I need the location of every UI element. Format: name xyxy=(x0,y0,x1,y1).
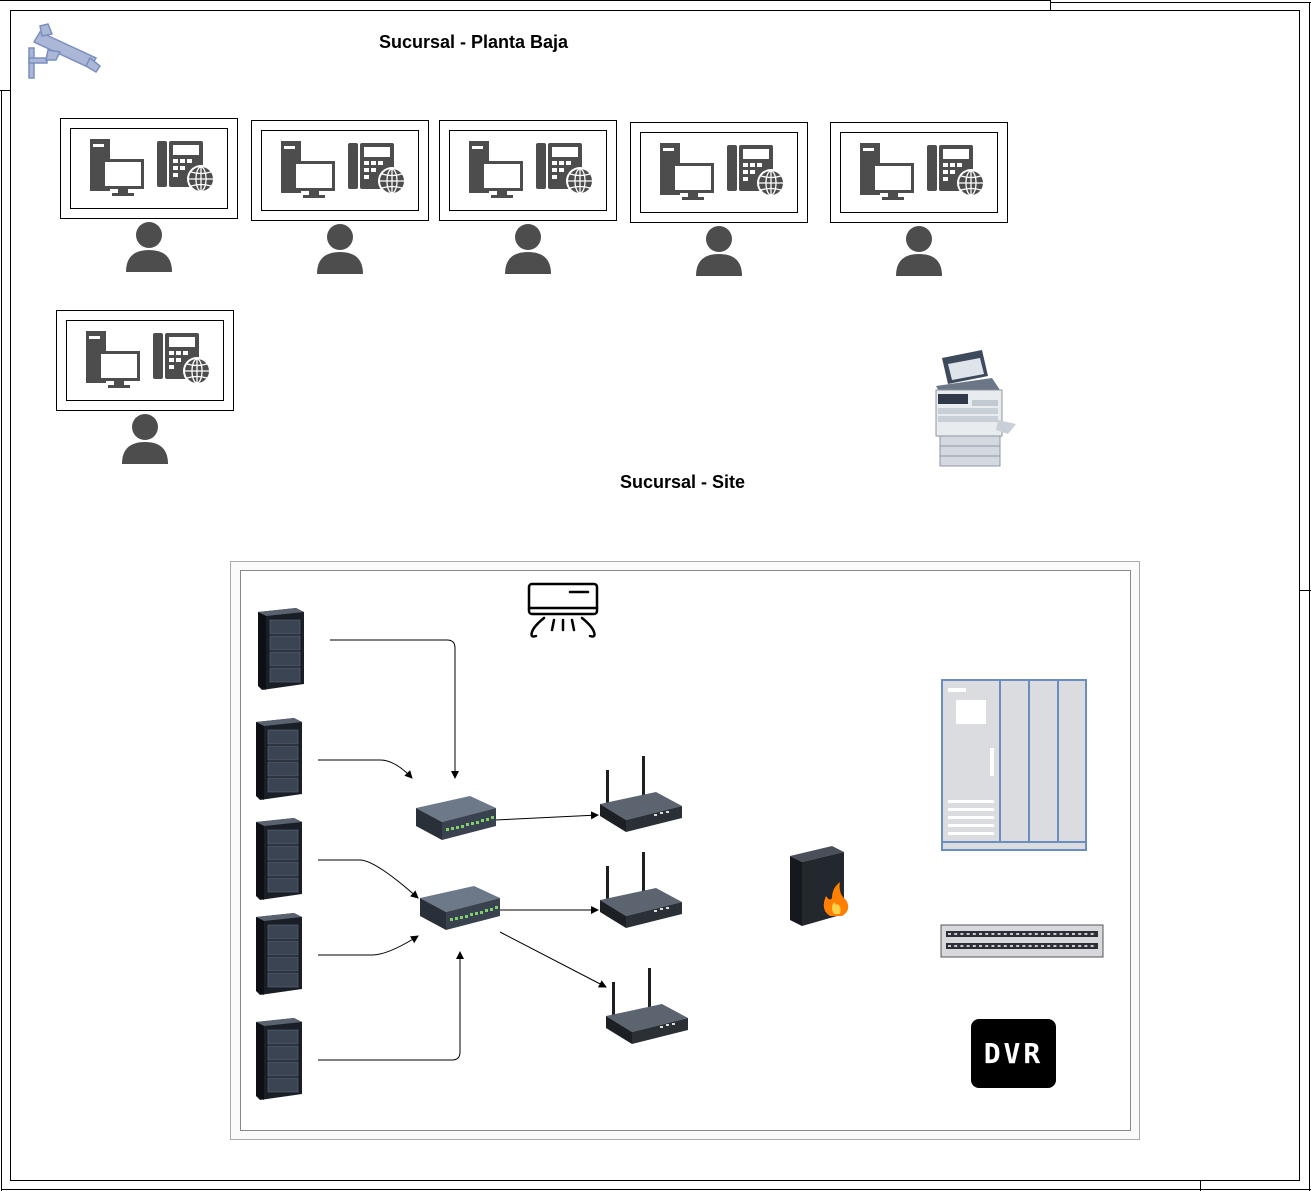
user-icon xyxy=(124,220,174,272)
desktop-computer-icon xyxy=(469,141,523,199)
frame-edge-right-notch xyxy=(1299,590,1311,591)
frame-bottom xyxy=(10,1180,1300,1181)
user-icon xyxy=(694,224,744,276)
server-rack-icon xyxy=(252,718,304,802)
link-server1-switch1 xyxy=(330,639,459,779)
link-server5-switch2 xyxy=(318,951,464,1061)
patch-panel-icon xyxy=(940,924,1104,958)
frame-edge-top xyxy=(0,0,1050,1)
network-switch-icon xyxy=(416,886,502,934)
air-conditioner-icon xyxy=(526,582,600,640)
frame-edge-top-right xyxy=(1050,0,1051,10)
workstation-6 xyxy=(56,310,234,411)
security-camera-icon xyxy=(26,22,104,80)
frame-top xyxy=(10,10,1299,11)
ip-phone-icon xyxy=(727,145,787,199)
user-icon xyxy=(503,222,553,274)
frame-edge-bottom-notch xyxy=(1200,1180,1201,1191)
desktop-computer-icon xyxy=(90,139,144,197)
site-title: Sucursal - Site xyxy=(620,472,746,492)
workstation-3 xyxy=(439,120,617,221)
firewall-icon xyxy=(786,844,854,928)
frame-edge-top-right2 xyxy=(1050,2,1311,3)
ip-phone-icon xyxy=(927,145,987,199)
multifunction-printer-icon xyxy=(928,350,1018,470)
rack-cabinet-icon xyxy=(940,678,1088,852)
server-rack-icon xyxy=(252,1018,304,1102)
frame-edge-bottom xyxy=(1,1189,1311,1190)
frame-right xyxy=(1299,10,1300,1180)
ip-phone-icon xyxy=(536,143,596,197)
user-icon xyxy=(120,412,170,464)
ground-floor-title: Sucursal - Planta Baja xyxy=(379,32,569,52)
server-rack-icon xyxy=(252,818,304,902)
frame-edge-right xyxy=(1309,2,1310,1191)
desktop-computer-icon xyxy=(281,141,335,199)
network-switch-icon xyxy=(412,796,498,844)
desktop-computer-icon xyxy=(86,331,140,389)
frame-edge-left xyxy=(0,90,10,91)
frame-left xyxy=(10,10,11,1180)
ip-phone-icon xyxy=(153,333,213,387)
server-rack-icon xyxy=(254,608,306,692)
wireless-router-icon xyxy=(598,756,684,836)
link-server4-switch2 xyxy=(318,935,419,956)
link-switch1-router1 xyxy=(494,811,599,821)
user-icon xyxy=(315,222,365,274)
dvr-label: DVR xyxy=(983,1037,1044,1070)
workstation-5 xyxy=(830,122,1008,223)
workstation-2 xyxy=(251,120,429,221)
link-switch2-router3 xyxy=(499,931,607,988)
ip-phone-icon xyxy=(348,143,408,197)
workstation-4 xyxy=(630,122,808,223)
desktop-computer-icon xyxy=(660,143,714,201)
desktop-computer-icon xyxy=(860,143,914,201)
ip-phone-icon xyxy=(157,141,217,195)
wireless-router-icon xyxy=(598,852,684,932)
link-server2-switch1 xyxy=(318,759,413,779)
dvr-icon: DVR xyxy=(971,1019,1056,1088)
user-icon xyxy=(894,224,944,276)
server-rack-icon xyxy=(252,913,304,997)
link-server3-switch2 xyxy=(318,859,419,899)
wireless-router-icon xyxy=(604,968,690,1048)
frame-edge-left2 xyxy=(1,90,2,1191)
workstation-1 xyxy=(60,118,238,219)
